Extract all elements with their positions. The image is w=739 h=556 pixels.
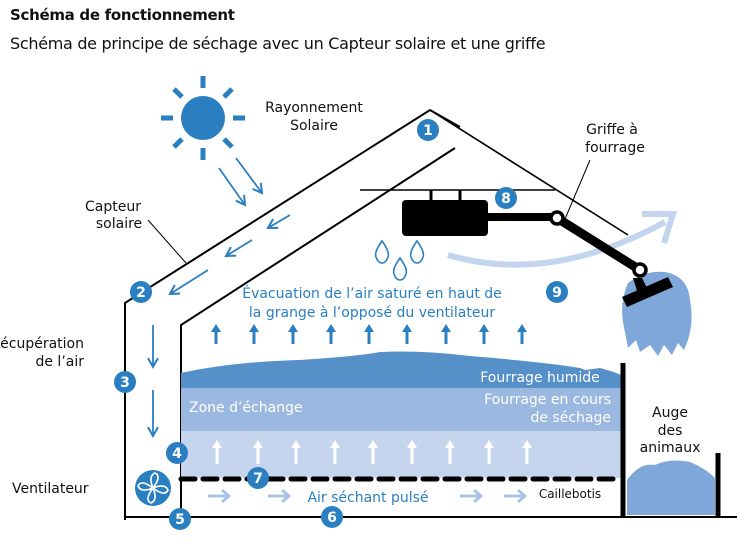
badge-number: 2 xyxy=(136,285,146,301)
up-arrow-blue xyxy=(517,324,527,344)
auge-hay xyxy=(627,460,715,515)
rayonnement-label-2: Solaire xyxy=(290,118,338,134)
up-arrow-white xyxy=(368,440,378,464)
badge-9: 9 xyxy=(546,281,568,303)
up-arrow-blue xyxy=(479,324,489,344)
recuperation-label-2: de l’air xyxy=(35,354,84,370)
up-arrow-white xyxy=(291,440,301,464)
water-drop-icon xyxy=(374,239,425,281)
badge-4: 4 xyxy=(166,442,188,464)
griffe-label-2: fourrage xyxy=(585,140,645,156)
badge-number: 4 xyxy=(172,446,182,462)
fourrage-humide-layer xyxy=(181,351,621,388)
diagram-subtitle: Schéma de principe de séchage avec un Ca… xyxy=(10,34,546,53)
diagram-title: Schéma de fonctionnement xyxy=(10,6,235,24)
badge-2: 2 xyxy=(130,281,152,303)
up-arrow-blue xyxy=(441,324,451,344)
zone-basse xyxy=(181,430,621,478)
auge-label-2: des xyxy=(658,423,683,439)
up-arrow-white xyxy=(445,440,455,464)
up-arrow-white xyxy=(484,440,494,464)
zone-echange-label: Zone d’échange xyxy=(189,400,303,416)
badge-1: 1 xyxy=(417,119,439,141)
drying-air-up-arrows xyxy=(212,440,532,464)
badge-number: 8 xyxy=(501,191,511,207)
up-arrow-blue xyxy=(211,324,221,344)
up-arrow-blue xyxy=(402,324,412,344)
pulsed-air-arrows xyxy=(208,488,528,504)
evacuation-label: Évacuation de l’air saturé en haut de xyxy=(242,285,502,302)
up-arrow-white xyxy=(407,440,417,464)
badge-number: 7 xyxy=(253,471,263,487)
sun-icon xyxy=(161,76,245,160)
auge-label: Auge xyxy=(652,405,688,421)
caillebotis-label: Caillebotis xyxy=(539,487,601,501)
up-arrow-blue xyxy=(326,324,336,344)
fourrage-en-cours-layer xyxy=(181,388,621,431)
capteur-label: Capteur xyxy=(85,199,141,215)
up-arrow-blue xyxy=(364,324,374,344)
badge-number: 3 xyxy=(120,375,130,391)
forage-claw-icon xyxy=(402,190,692,356)
up-arrow-white xyxy=(330,440,340,464)
badge-5: 5 xyxy=(169,508,191,530)
ventilateur-label: Ventilateur xyxy=(12,481,89,497)
griffe-label: Griffe à xyxy=(586,122,638,138)
fourrage-cours-label: Fourrage en cours xyxy=(484,392,611,408)
exhaust-curve-arrow xyxy=(447,211,678,268)
exhaust-up-arrows xyxy=(211,324,527,344)
badge-3: 3 xyxy=(114,371,136,393)
evacuation-label-2: la grange à l’opposé du ventilateur xyxy=(249,305,495,321)
fan-icon xyxy=(135,470,171,506)
up-arrow-white xyxy=(522,440,532,464)
badge-7: 7 xyxy=(247,467,269,489)
badge-number: 1 xyxy=(423,123,433,139)
up-arrow-blue xyxy=(288,324,298,344)
griffe-leader-line xyxy=(564,159,591,220)
badge-6: 6 xyxy=(321,506,343,528)
capteur-leader-line xyxy=(147,219,187,264)
numbered-badges: 1 2 3 4 5 6 7 8 9 xyxy=(114,119,568,530)
rayonnement-label: Rayonnement xyxy=(265,100,363,116)
up-arrow-white xyxy=(212,440,222,464)
badge-number: 6 xyxy=(327,510,337,526)
up-arrow-blue xyxy=(249,324,259,344)
badge-number: 9 xyxy=(552,285,562,301)
up-arrow-white xyxy=(253,440,263,464)
air-sechant-label: Air séchant pulsé xyxy=(307,490,428,506)
fourrage-humide-label: Fourrage humide xyxy=(480,370,600,386)
recuperation-label: Récupération xyxy=(0,336,84,352)
badge-number: 5 xyxy=(175,512,185,528)
collector-arrows xyxy=(147,214,291,439)
fourrage-cours-label-2: de séchage xyxy=(530,410,611,426)
sun-ray-arrows xyxy=(218,157,264,207)
badge-8: 8 xyxy=(495,187,517,209)
auge-label-3: animaux xyxy=(640,440,701,456)
capteur-label-2: solaire xyxy=(96,216,142,232)
